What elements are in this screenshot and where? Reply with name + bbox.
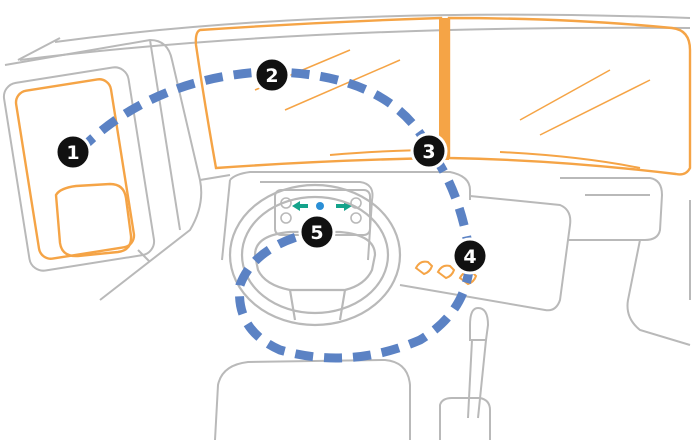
wheel-outer-rim <box>228 183 402 327</box>
wheel-hub <box>253 230 377 292</box>
mirror-arm <box>137 249 151 263</box>
mirror-glass <box>14 78 136 260</box>
badge-5-label: 5 <box>310 222 323 244</box>
wheel-inner-rim <box>240 195 390 315</box>
driver-seat <box>214 358 411 441</box>
windshield-right-pane <box>447 16 692 176</box>
mirror-lower-glass <box>54 182 133 258</box>
side-mirror <box>2 66 156 272</box>
windshield-left-pane <box>194 16 443 170</box>
indicator-dot-icon <box>316 202 324 210</box>
vent-left-icon <box>414 260 434 276</box>
badge-2-marker: 2 <box>253 56 291 94</box>
badge-4-marker: 4 <box>451 237 489 275</box>
badge-3-marker: 3 <box>410 132 448 170</box>
cab-roof-lines <box>17 13 691 61</box>
gauge-right-bottom <box>350 212 362 224</box>
gear-stick <box>467 339 487 419</box>
badge-2-label: 2 <box>265 65 278 87</box>
badge-1-marker: 1 <box>54 133 92 171</box>
left-door-frame <box>4 38 231 301</box>
gear-knob <box>469 306 490 341</box>
gear-boot <box>439 397 491 440</box>
windshield-glare <box>254 49 651 136</box>
vent-center-icon <box>436 264 456 280</box>
badge-5-marker: 5 <box>298 213 336 251</box>
steering-wheel <box>228 183 402 327</box>
wheel-lower-spoke <box>288 289 347 321</box>
badge-1-label: 1 <box>66 142 79 164</box>
turn-signal-left-icon <box>292 201 308 211</box>
dashboard <box>221 171 691 346</box>
badge-4-label: 4 <box>463 246 476 268</box>
gauge-left-bottom <box>280 212 292 224</box>
mirror-housing <box>2 66 156 272</box>
windshield-pillar <box>439 18 449 160</box>
gear-shifter <box>439 306 491 440</box>
badge-3-label: 3 <box>422 141 435 163</box>
